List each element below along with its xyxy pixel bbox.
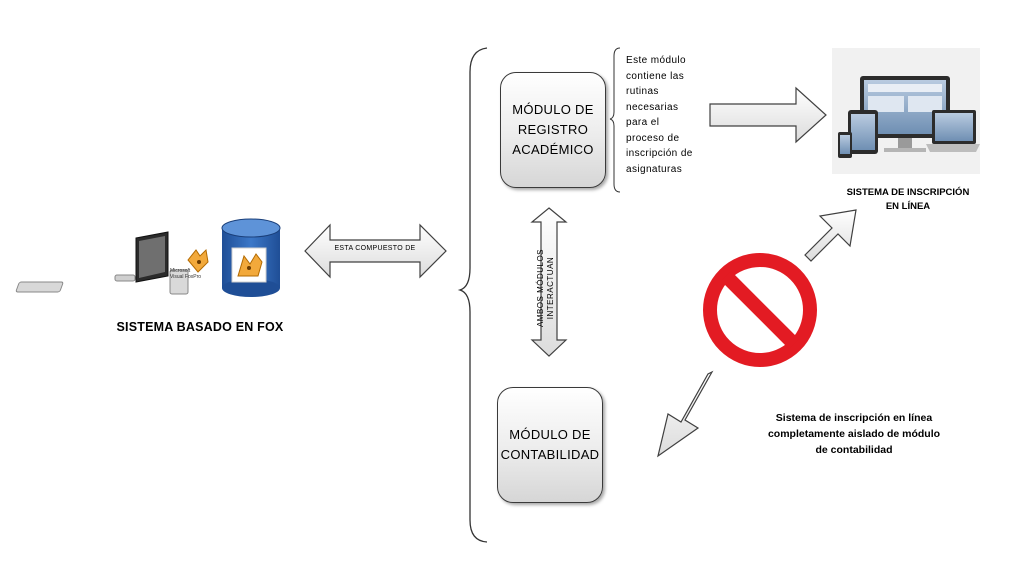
prohibited-icon [703, 253, 817, 367]
module-registro-box: MÓDULO DE REGISTRO ACADÉMICO [500, 72, 606, 188]
vertical-double-arrow [530, 207, 568, 357]
module-contabilidad-box: MÓDULO DE CONTABILIDAD [497, 387, 603, 503]
multi-device-icon [832, 48, 980, 174]
isolation-note: Sistema de inscripción en línea completa… [767, 412, 941, 456]
database-cylinder-icon [221, 218, 281, 297]
curly-brace [457, 47, 488, 543]
arrow-to-online-system [709, 86, 827, 144]
diagonal-arrow-down [657, 370, 714, 458]
module-registro-description: Este módulo contiene las rutinas necesar… [626, 55, 693, 175]
interaction-label: AMBOS MÓDULOS INTERACTUAN [536, 232, 560, 344]
interaction-label-text: AMBOS MÓDULOS INTERACTUAN [536, 248, 555, 328]
module-contabilidad-label: MÓDULO DE CONTABILIDAD [500, 427, 600, 462]
online-system-title: SISTEMA DE INSCRIPCIÓN EN LÍNEA [846, 187, 970, 212]
connector-label: ESTA COMPUESTO DE [334, 245, 416, 252]
visual-foxpro-logo-caption: Microsoft Visual FoxPro [170, 268, 210, 280]
double-arrow-compuesto [304, 223, 447, 279]
logo-text: Visual FoxPro [170, 274, 202, 280]
logo-text-top: Microsoft [170, 268, 191, 274]
diagonal-arrow-up [804, 209, 857, 262]
module-registro-label: MÓDULO DE REGISTRO ACADÉMICO [512, 102, 594, 157]
visual-foxpro-logo [187, 248, 209, 273]
small-brace [609, 47, 621, 193]
desktop-computer-icon [15, 231, 189, 295]
left-system-title: SISTEMA BASADO EN FOX [116, 320, 284, 334]
